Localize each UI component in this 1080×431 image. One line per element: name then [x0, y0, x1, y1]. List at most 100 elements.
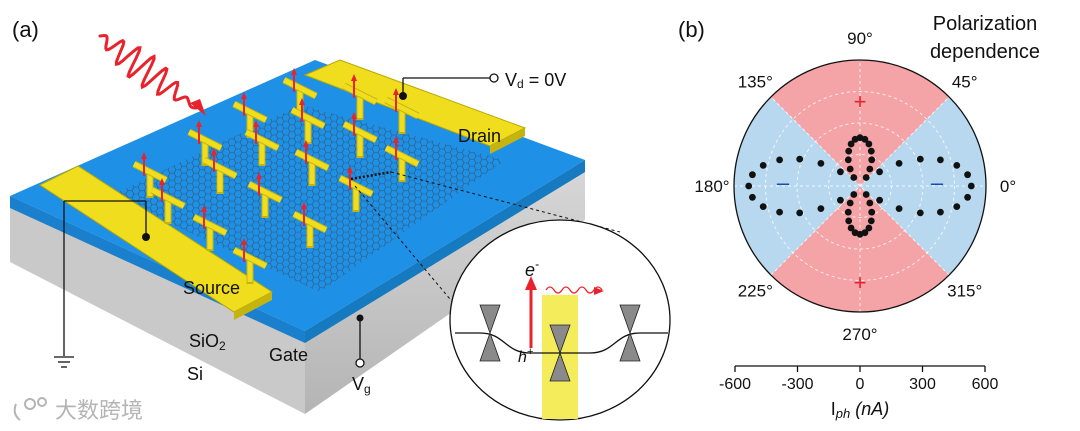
angle-label-135: 135° — [738, 72, 773, 91]
data-point — [865, 140, 873, 148]
field-arrow — [393, 88, 399, 112]
drain-terminal — [489, 73, 499, 83]
axis-tick-label: 0 — [856, 376, 865, 393]
gate-terminal — [355, 358, 365, 368]
data-point — [837, 196, 844, 204]
field-arrow — [347, 166, 353, 190]
data-point — [861, 229, 869, 237]
angle-label-315: 315° — [947, 282, 982, 301]
polar-sectors — [734, 60, 986, 312]
data-point — [845, 147, 853, 155]
data-point — [846, 199, 854, 207]
field-arrow — [301, 202, 307, 226]
data-point — [868, 208, 876, 216]
t-antenna — [247, 180, 283, 218]
angle-label-45: 45° — [952, 72, 978, 91]
data-point — [850, 191, 858, 198]
t-antenna — [187, 128, 223, 166]
data-point — [876, 168, 883, 176]
data-point — [846, 165, 854, 173]
source-electrode — [38, 165, 273, 320]
data-point — [862, 174, 870, 181]
dirac-cone-right — [619, 304, 641, 362]
data-point — [817, 160, 825, 167]
field-arrow — [351, 112, 357, 136]
drain-label: Drain — [458, 126, 501, 146]
data-point — [937, 208, 944, 216]
field-arrow — [241, 92, 247, 116]
data-point — [759, 203, 767, 211]
field-arrow — [256, 172, 262, 196]
data-point — [953, 162, 961, 169]
field-arrow — [351, 74, 357, 98]
polar-frame — [733, 59, 987, 313]
panel-a-label: (a) — [12, 17, 39, 42]
data-point — [844, 208, 852, 216]
polar-title-line2: dependence — [930, 41, 1040, 63]
polar-grid — [734, 60, 986, 312]
positive-sector — [734, 60, 986, 186]
positive-sign-top: + — [854, 89, 867, 114]
negative-sign-left: – — [777, 170, 790, 195]
current-axis-label: Iph (nA) — [831, 399, 890, 421]
watermark: 大数跨境 — [13, 397, 143, 423]
t-antenna — [244, 128, 280, 166]
t-antenna — [282, 76, 318, 114]
gate-label: Gate — [269, 345, 308, 365]
data-point — [847, 140, 855, 148]
dirac-cone-left — [479, 304, 501, 362]
data-point — [964, 193, 971, 201]
source-label: Source — [183, 278, 240, 298]
data-point — [866, 165, 874, 173]
data-point — [745, 182, 753, 190]
angle-label-270: 270° — [842, 325, 877, 344]
vg-label: Vg — [352, 374, 371, 396]
data-point — [759, 162, 767, 169]
watermark-logo-icon — [13, 397, 47, 421]
t-antenna — [192, 213, 228, 251]
field-arrow — [211, 148, 217, 172]
data-point — [847, 224, 855, 232]
t-antenna — [290, 106, 326, 144]
zoom-callout — [350, 170, 621, 306]
axis-tick-label: 600 — [972, 376, 999, 393]
data-point — [876, 196, 883, 204]
angle-label-90: 90° — [847, 29, 873, 48]
watermark-text: 大数跨境 — [55, 398, 143, 423]
sio2-front-edge — [305, 160, 585, 343]
field-arrow — [253, 120, 259, 144]
data-point — [967, 182, 975, 190]
si-front-face — [305, 160, 585, 414]
field-arrow — [159, 178, 165, 202]
t-antenna — [384, 144, 420, 182]
si-label: Si — [187, 364, 203, 384]
polar-data-points — [745, 134, 975, 238]
t-antenna — [202, 156, 238, 194]
data-point — [776, 208, 783, 216]
t-antenna — [150, 186, 186, 224]
field-arrow — [303, 140, 309, 164]
positive-sign-bottom: + — [854, 270, 867, 295]
data-point — [851, 135, 859, 143]
data-point — [916, 209, 924, 217]
band-diagram-inset: e- h+ — [449, 219, 671, 421]
axis-tick-label: 300 — [909, 376, 936, 393]
t-antenna — [292, 210, 328, 248]
electron-label: e- — [525, 257, 539, 280]
data-point — [895, 160, 903, 167]
incident-light-wave — [98, 33, 206, 116]
field-arrow — [241, 238, 247, 262]
data-point — [867, 147, 875, 155]
t-antenna — [338, 174, 374, 212]
angle-label-225: 225° — [738, 282, 773, 301]
data-point — [866, 199, 874, 207]
field-arrow — [201, 205, 207, 229]
dirac-cone-center — [549, 324, 571, 382]
field-arrow — [196, 120, 202, 144]
negative-sector — [860, 60, 986, 312]
t-antenna — [232, 246, 268, 284]
data-point — [837, 168, 844, 176]
axis-tick-label: -300 — [781, 376, 813, 393]
